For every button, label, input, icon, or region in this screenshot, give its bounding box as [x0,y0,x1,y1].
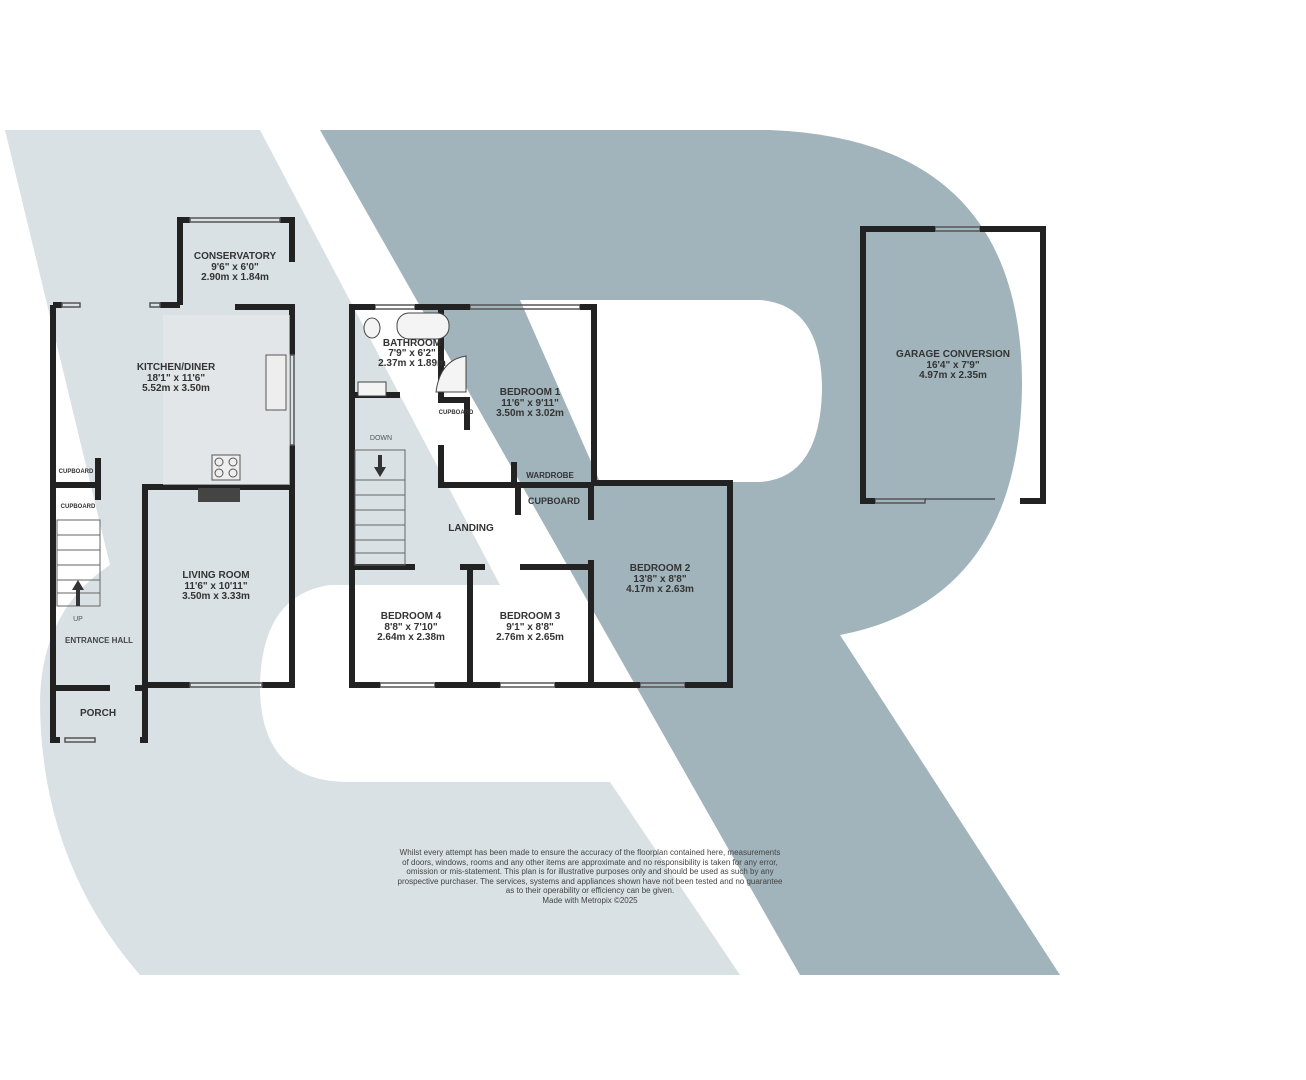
kitchen-name: KITCHEN/DINER [137,362,216,373]
living-metric: 3.50m x 3.33m [182,591,250,602]
garage-imperial: 16'4" x 7'9" [926,360,979,371]
up-arrow-icon [72,580,84,606]
cupboard-label: CUPBOARD [59,469,94,475]
bathroom-name: BATHROOM [383,338,441,349]
kitchen-metric: 5.52m x 3.50m [142,383,210,394]
conservatory-name: CONSERVATORY [194,251,277,262]
bedroom4-name: BEDROOM 4 [381,611,442,622]
porch-label: PORCH [80,708,116,719]
bedroom1-imperial: 11'6" x 9'11" [501,398,559,409]
bath-icon [396,312,450,340]
toilet-icon [363,317,381,339]
bedroom4-metric: 2.64m x 2.38m [377,632,445,643]
bedroom2-metric: 4.17m x 2.63m [626,584,694,595]
disclaimer-line: as to their operability or efficiency ca… [505,886,675,895]
kitchen-fixtures [163,315,290,502]
disclaimer-line: of doors, windows, rooms and any other i… [402,857,778,867]
bedroom2-name: BEDROOM 2 [630,563,691,574]
up-label: UP [73,616,83,623]
bedroom1-metric: 3.50m x 3.02m [496,408,564,419]
disclaimer-line: prospective purchaser. The services, sys… [397,876,783,886]
conservatory-metric: 2.90m x 1.84m [201,272,269,283]
stairs-first [354,449,406,566]
bedroom2-imperial: 13'8" x 8'8" [633,574,686,585]
wardrobe-label: WARDROBE [526,471,574,480]
shower-icon [435,355,467,393]
living-name: LIVING ROOM [182,570,249,581]
bedroom1-name: BEDROOM 1 [500,387,561,398]
hall-label: ENTRANCE HALL [65,636,133,645]
cupboard-label: CUPBOARD [61,504,96,510]
watermark-r-shape [320,130,1060,975]
garage-metric: 4.97m x 2.35m [919,370,987,381]
basin-icon [357,381,387,397]
bedroom3-name: BEDROOM 3 [500,611,561,622]
bedroom3-metric: 2.76m x 2.65m [496,632,564,643]
hob-icon [211,454,241,481]
cupboard-label: CUPBOARD [439,410,474,416]
kitchen-imperial: 18'1" x 11'6" [147,373,205,384]
landing-label: LANDING [448,523,494,534]
down-label: DOWN [370,435,392,442]
room-labels: CONSERVATORY 9'6" x 6'0" 2.90m x 1.84m K… [59,251,1010,719]
ground-floor-walls [50,217,295,743]
bathroom-fixtures [357,312,467,397]
metropix-credit: Made with Metropix ©2025 [542,895,638,905]
garage-walls [860,226,1046,504]
garage-name: GARAGE CONVERSION [896,349,1010,360]
bedroom4-imperial: 8'8" x 7'10" [384,622,437,633]
first-floor-walls [349,304,733,688]
cupboard-label: CUPBOARD [528,496,581,506]
bathroom-metric: 2.37m x 1.89m [378,358,446,369]
conservatory-imperial: 9'6" x 6'0" [211,262,259,273]
down-arrow-icon [374,455,386,477]
disclaimer-line: omission or mis-statement. This plan is … [406,867,774,876]
disclaimer: Whilst every attempt has been made to en… [370,848,810,905]
sink-icon [265,354,287,411]
living-imperial: 11'6" x 10'11" [184,581,247,592]
disclaimer-line: Whilst every attempt has been made to en… [399,848,781,857]
bathroom-imperial: 7'9" x 6'2" [388,348,436,359]
bedroom3-imperial: 9'1" x 8'8" [506,622,554,633]
